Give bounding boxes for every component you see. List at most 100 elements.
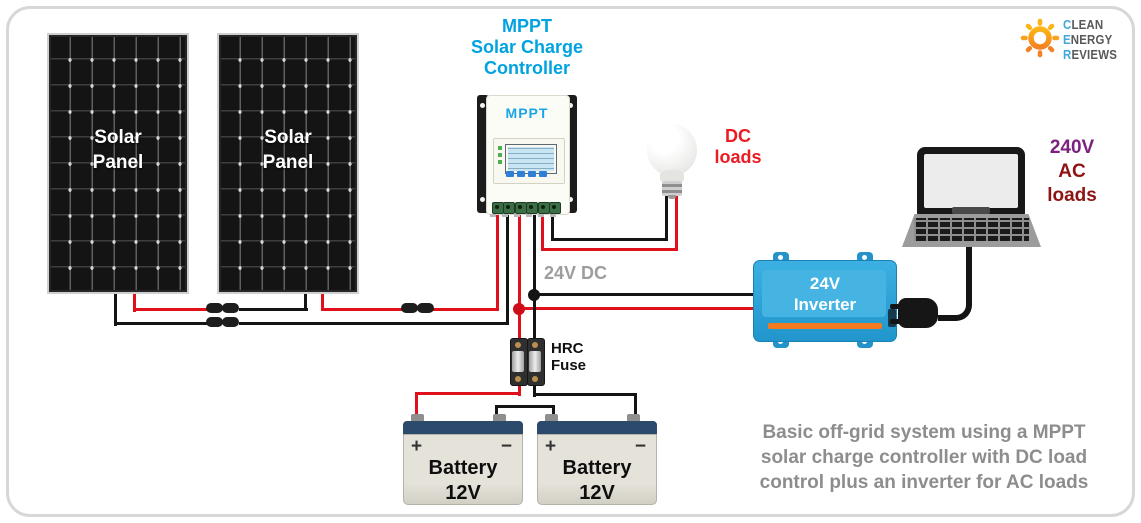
- junction-dot-positive: [513, 303, 525, 315]
- solar-panel-label: Solar Panel: [92, 126, 144, 173]
- ac-plug-icon: [890, 319, 900, 324]
- inverter-front-panel: [762, 270, 886, 317]
- wire-load-positive: [541, 248, 678, 251]
- wire-series-link: [239, 308, 308, 311]
- inverter-ac-port: [888, 309, 896, 327]
- ac-plug-icon: [890, 304, 900, 309]
- display-button: [506, 171, 514, 177]
- mounting-hole-icon: [480, 197, 485, 202]
- mounting-hole-icon: [568, 197, 573, 202]
- battery: + − Battery 12V: [403, 414, 523, 505]
- wire-pv-positive: [321, 308, 405, 311]
- charge-controller: MPPT: [477, 95, 577, 217]
- mppt-title: MPPT Solar Charge Controller: [470, 16, 584, 78]
- wire-battery-series-link: [552, 405, 555, 417]
- battery-top-band: [537, 421, 657, 434]
- terminal-block: [549, 202, 561, 214]
- solar-panel: Solar Panel: [47, 33, 189, 294]
- led-bulb-icon: [668, 195, 676, 199]
- controller-display: [493, 138, 565, 184]
- battery-voltage-label: 12V: [579, 482, 615, 504]
- display-button: [539, 171, 547, 177]
- ac-cable: [938, 245, 972, 321]
- laptop-keys: [914, 218, 1029, 241]
- mc4-connector-icon: [401, 303, 418, 313]
- wire-panel2-negative: [304, 290, 307, 311]
- brand-logo-text: CLEAN ENERGY REVIEWS: [1063, 17, 1117, 62]
- lcd-screen: [505, 144, 557, 174]
- wire-pv-positive: [432, 308, 499, 311]
- inverter: 24V Inverter: [753, 252, 897, 348]
- battery-top-band: [403, 421, 523, 434]
- inverter-orange-stripe: [768, 323, 882, 329]
- laptop-icon: [917, 147, 1025, 215]
- controller-brand-label: MPPT: [505, 105, 549, 121]
- inverter-label: 24V Inverter: [793, 274, 857, 314]
- battery-body: + − Battery 12V: [403, 434, 523, 505]
- led-bulb-icon: [647, 124, 697, 176]
- wire-fuse-to-battery: [415, 392, 521, 395]
- junction-dot-negative: [528, 289, 540, 301]
- battery-body: + − Battery 12V: [537, 434, 657, 505]
- bus-voltage-label: 24V DC: [544, 263, 608, 283]
- wire-battery-series-link: [495, 405, 555, 408]
- battery-terminal: [411, 414, 424, 423]
- terminal-block: [503, 202, 515, 214]
- wire-pv-positive: [496, 214, 499, 311]
- wire-fuse-to-battery: [518, 382, 521, 396]
- caption-text: Basic off-grid system using a MPPT solar…: [759, 422, 1089, 493]
- hrc-fuse-icon: [510, 338, 528, 386]
- battery-terminal: [627, 414, 640, 423]
- led-bulb-icon: [662, 181, 682, 196]
- ac-plug-icon: [898, 298, 938, 328]
- wire-panel2-positive: [321, 290, 324, 311]
- wire-battery-positive: [518, 214, 521, 340]
- wire-load-positive: [675, 196, 678, 251]
- solar-panel: Solar Panel: [217, 33, 359, 294]
- terminal-block: [492, 202, 504, 214]
- wire-load-negative: [551, 238, 668, 241]
- battery-plus-sign: +: [545, 436, 557, 457]
- hrc-fuse-icon: [527, 338, 545, 386]
- mc4-connector-icon: [206, 317, 223, 327]
- wire-panel1-positive: [133, 290, 136, 312]
- mounting-hole-icon: [568, 103, 573, 108]
- wire-fuse-to-battery: [415, 392, 418, 417]
- solar-panel-label: Solar Panel: [262, 126, 314, 173]
- battery: + − Battery 12V: [537, 414, 657, 505]
- status-led-icon: [498, 153, 502, 157]
- status-led-icon: [498, 146, 502, 150]
- battery-terminal: [493, 414, 506, 423]
- battery-minus-sign: −: [634, 436, 646, 457]
- battery-voltage-label: 12V: [445, 482, 481, 504]
- wire-pv-negative: [239, 322, 509, 325]
- wire-load-positive: [541, 214, 544, 251]
- wire-battery-series-link: [495, 405, 498, 417]
- battery-label: Battery: [428, 457, 498, 479]
- wire-fuse-to-battery: [533, 393, 637, 396]
- wire-inverter-positive: [518, 307, 758, 310]
- led-bulb-icon: [660, 170, 684, 182]
- wire-fuse-to-battery: [533, 382, 536, 397]
- terminal-block: [526, 202, 538, 214]
- battery-terminal: [545, 414, 558, 423]
- laptop-hinge: [952, 207, 990, 214]
- wire-inverter-negative: [533, 293, 758, 296]
- mc4-connector-icon: [206, 303, 223, 313]
- wire-panel1-negative: [114, 290, 117, 326]
- battery-label: Battery: [562, 457, 632, 479]
- wire-panel1-positive: [133, 308, 211, 311]
- dc-loads-label: DC loads: [714, 126, 762, 167]
- terminal-markings: [490, 214, 562, 217]
- sun-icon: [1020, 18, 1060, 58]
- hrc-fuse-label: HRC Fuse: [551, 340, 587, 374]
- wire-fuse-to-battery: [634, 393, 637, 417]
- display-button: [517, 171, 525, 177]
- wire-battery-negative: [533, 214, 536, 340]
- display-button: [528, 171, 536, 177]
- wire-pv-negative: [114, 322, 210, 325]
- inverter-body: 24V Inverter: [753, 260, 897, 342]
- wire-pv-negative: [506, 214, 509, 325]
- battery-plus-sign: +: [411, 436, 423, 457]
